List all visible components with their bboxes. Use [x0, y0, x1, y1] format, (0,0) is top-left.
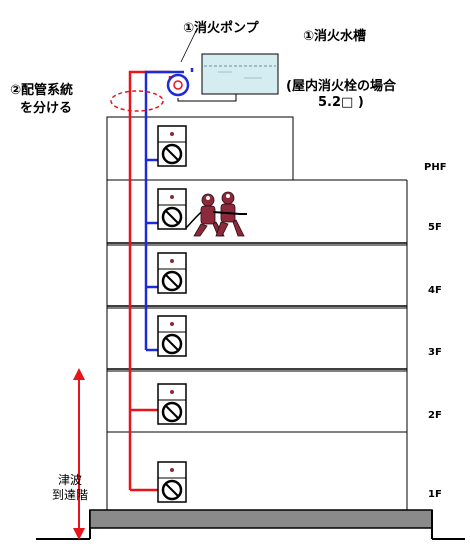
- ground: [36, 509, 465, 540]
- tank-pipe: [177, 94, 237, 102]
- pump-label: ①消火ポンプ: [183, 20, 260, 36]
- tank-note-line3: 5.2□ ): [318, 95, 364, 110]
- blue-pipe: [144, 68, 194, 352]
- separation-marker: [110, 90, 164, 112]
- floor-label-5f: 5F: [428, 222, 442, 233]
- floor-label-2f: 2F: [428, 410, 442, 421]
- floor-label-4f: 4F: [428, 285, 442, 296]
- building: [106, 116, 408, 510]
- tank-note-line2: (屋内消火栓の場合: [286, 78, 397, 94]
- separate-pipes-label-1: ②配管系統: [10, 82, 73, 98]
- tsunami-height-arrow: [73, 368, 85, 540]
- tsunami-label-1: 津波: [58, 473, 82, 487]
- tsunami-label-2: 到達階: [52, 487, 88, 502]
- water-tank-icon: [201, 53, 279, 95]
- tank-title: ①消火水槽: [303, 28, 366, 44]
- pump-leader: [180, 32, 196, 63]
- separate-pipes-label-2: を分ける: [20, 100, 72, 116]
- firefighter-icon: [185, 191, 247, 237]
- fire-hydrant-cabinet-icon: [157, 125, 187, 503]
- floor-label-1f: 1F: [428, 489, 442, 500]
- floor-label-phf: PHF: [424, 162, 447, 173]
- pump-icon: [166, 73, 190, 97]
- floor-label-3f: 3F: [428, 347, 442, 358]
